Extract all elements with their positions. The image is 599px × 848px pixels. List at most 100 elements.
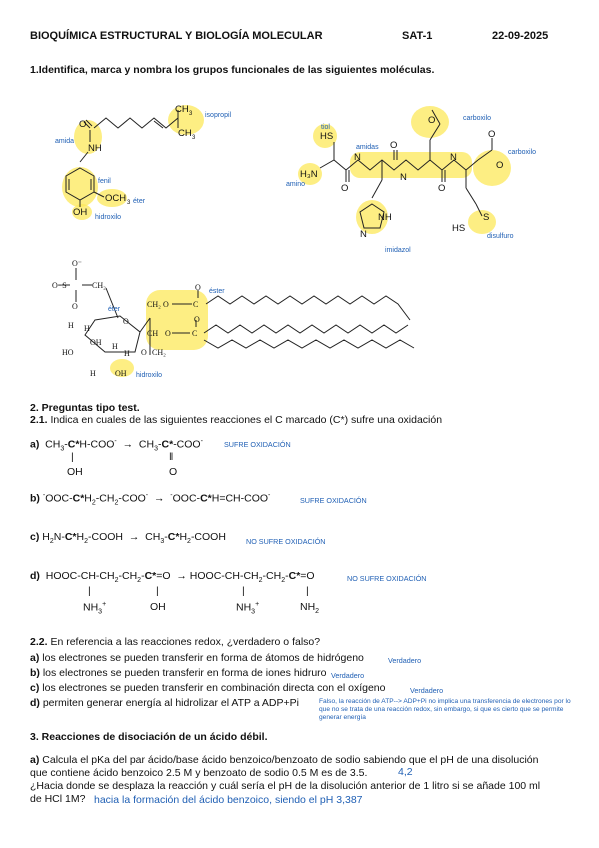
label-fenil: fenil: [98, 178, 111, 185]
question-1-title: 1.Identifica, marca y nombra los grupos …: [30, 64, 435, 76]
svg-text:CH₂: CH₂: [92, 281, 106, 290]
question-3-line-4: de HCl 1M?: [30, 793, 86, 805]
document-title: BIOQUÍMICA ESTRUCTURAL Y BIOLOGÍA MOLECU…: [30, 30, 323, 42]
reaction-a-answer: SUFRE OXIDACIÓN: [224, 440, 291, 449]
question-2-2-text: En referencia a las reacciones redox, ¿v…: [50, 636, 321, 648]
question-2-2-number: 2.2.: [30, 636, 48, 648]
svg-text:O: O: [123, 317, 129, 326]
label-tiol: tiol: [321, 124, 330, 131]
svg-text:H: H: [112, 342, 118, 351]
svg-text:CH₂: CH₂: [147, 300, 161, 309]
reaction-c-answer: NO SUFRE OXIDACIÓN: [246, 537, 326, 546]
svg-text:H: H: [84, 324, 90, 333]
label-amino: amino: [286, 181, 305, 188]
label-amida: amida: [55, 138, 74, 145]
svg-text:O⁻: O⁻: [72, 259, 82, 268]
label-carboxilo-1: carboxilo: [463, 115, 491, 122]
svg-text:O: O: [141, 348, 147, 357]
svg-text:OH: OH: [90, 338, 102, 347]
molecule-peptide: [298, 106, 511, 234]
label-disulfuro: disulfuro: [487, 233, 514, 240]
svg-text:3: 3: [189, 111, 193, 117]
reaction-a: a) CH3-C*H-COO- → CH3-C*-COO-: [30, 438, 203, 453]
svg-text:O: O: [194, 315, 200, 324]
svg-text:N: N: [400, 172, 407, 183]
svg-text:3: 3: [127, 200, 131, 206]
svg-text:NH: NH: [88, 143, 102, 154]
svg-text:O: O: [496, 160, 503, 171]
svg-text:O: O: [72, 302, 78, 311]
svg-text:O: O: [488, 129, 495, 140]
svg-text:H₃N: H₃N: [300, 169, 318, 180]
label-isopropil: isopropil: [205, 112, 232, 119]
statement-b: b) los electrones se pueden transferir e…: [30, 667, 327, 679]
label-carboxilo-2: carboxilo: [508, 149, 536, 156]
statement-a-answer: Verdadero: [388, 656, 422, 665]
svg-text:N: N: [354, 152, 361, 163]
reaction-c: c) H2N-C*H2-COOH → CH3-C*H2-COOH: [30, 531, 226, 546]
label-eter-1: éter: [133, 198, 146, 205]
question-3-line-3: ¿Hacia donde se desplaza la reacción y c…: [30, 780, 541, 792]
reaction-d: d) HOOC-CH-CH2-CH2-C*=O → HOOC-CH-CH2-CH…: [30, 570, 315, 585]
svg-text:O: O: [79, 119, 86, 130]
svg-text:O: O: [341, 183, 348, 194]
svg-text:O=S: O=S: [52, 281, 67, 290]
svg-text:H: H: [68, 321, 74, 330]
molecule-sulfolipid: [62, 268, 415, 377]
molecule-peptide-atoms: HS H₃N N N N O O O O O O NH N S HS tiol …: [286, 115, 536, 254]
label-hidroxilo-1: hidroxilo: [95, 214, 121, 221]
svg-text:S: S: [483, 212, 489, 223]
svg-text:CH: CH: [175, 104, 189, 115]
svg-text:O: O: [428, 115, 435, 126]
svg-text:O: O: [390, 140, 397, 151]
question-2-1-line: 2.1. Indica en cuales de las siguientes …: [30, 414, 442, 426]
label-eter-2: éter: [108, 306, 121, 313]
document-code: SAT-1: [402, 30, 433, 42]
statement-d-answer: Falso, la reacción de ATP--> ADP+Pi no i…: [319, 698, 571, 721]
label-hidroxilo-2: hidroxilo: [136, 372, 162, 379]
svg-text:H: H: [90, 369, 96, 378]
svg-text:N: N: [360, 229, 367, 240]
question-2-2-line: 2.2. En referencia a las reacciones redo…: [30, 636, 320, 648]
label-amidas: amidas: [356, 144, 379, 151]
svg-text:OCH: OCH: [105, 193, 126, 204]
svg-text:3: 3: [192, 135, 196, 141]
statement-b-answer: Verdadero: [331, 671, 365, 680]
svg-text:O: O: [195, 283, 201, 292]
svg-text:O: O: [163, 300, 169, 309]
statement-a: a) los electrones se pueden transferir e…: [30, 652, 364, 664]
svg-text:O: O: [165, 329, 171, 338]
svg-text:CH: CH: [147, 329, 158, 338]
question-2-1-number: 2.1.: [30, 414, 48, 426]
statement-c-answer: Verdadero: [410, 686, 444, 695]
document-date: 22-09-2025: [492, 30, 549, 42]
question-3-title: 3. Reacciones de disociación de un ácido…: [30, 731, 268, 743]
question-3-line-1: a) Calcula el pKa del par ácido/base áci…: [30, 754, 539, 766]
svg-text:OH: OH: [115, 369, 127, 378]
molecule-capsaicin: [62, 105, 204, 220]
svg-text:O: O: [438, 183, 445, 194]
svg-text:CH: CH: [178, 128, 192, 139]
label-imidazol: imidazol: [385, 247, 411, 254]
reaction-d-answer: NO SUFRE OXIDACIÓN: [347, 574, 427, 583]
question-2-title: 2. Preguntas tipo test.: [30, 402, 140, 414]
svg-text:C: C: [192, 329, 197, 338]
svg-text:CH₂: CH₂: [152, 348, 166, 357]
svg-text:HS: HS: [320, 131, 333, 142]
reaction-b-answer: SUFRE OXIDACIÓN: [300, 496, 367, 505]
svg-text:OH: OH: [73, 207, 87, 218]
reaction-b: b) -OOC-C*H2-CH2-COO- → -OOC-C*H=CH-COO-: [30, 492, 271, 507]
svg-text:NH: NH: [378, 212, 392, 223]
question-3-answer-pka: 4,2: [398, 766, 413, 778]
svg-text:N: N: [450, 152, 457, 163]
question-3-line-2: que contiene ácido benzoico 2.5 M y benz…: [30, 767, 368, 779]
statement-c: c) los electrones se pueden transferir e…: [30, 682, 386, 694]
question-2-1-text: Indica en cuales de las siguientes reacc…: [50, 414, 443, 426]
svg-text:C: C: [193, 300, 198, 309]
question-3-answer-ph: hacia la formación del ácido benzoico, s…: [94, 794, 363, 806]
svg-text:HO: HO: [62, 348, 74, 357]
label-ester: éster: [209, 288, 225, 295]
statement-d: d) permiten generar energía al hidroliza…: [30, 697, 299, 709]
